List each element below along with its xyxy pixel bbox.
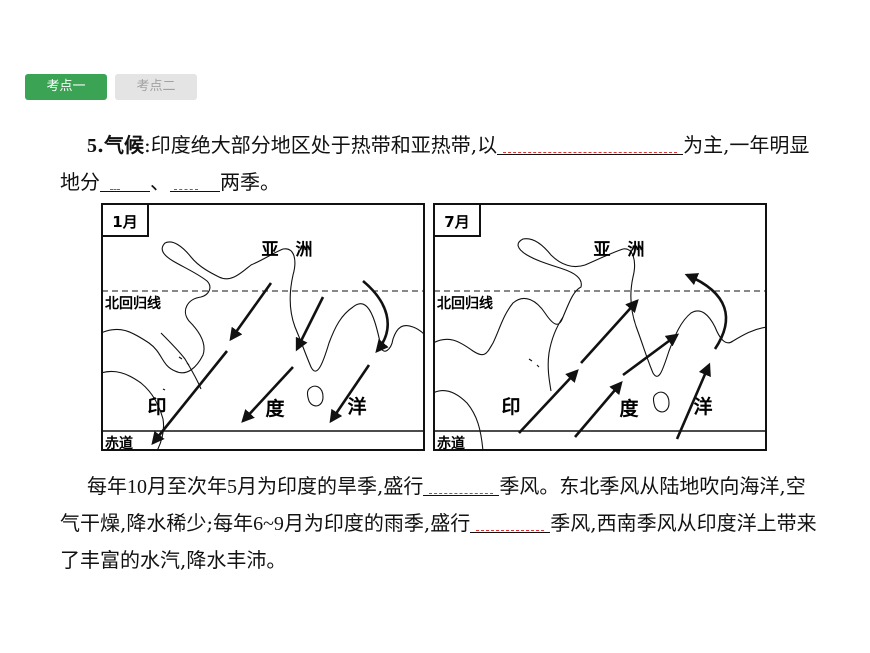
tab-kaodian-1[interactable]: 考点一 [25,74,107,100]
item-number: 5 [87,135,97,157]
blank-dry-monsoon[interactable] [423,475,500,496]
month-label-jan: 1月 [112,213,137,231]
sea-islands [162,356,190,391]
climate-text-1: 印度绝大部分地区处于热带和亚热带,以 [150,133,498,157]
gulf-coast [160,332,202,390]
ocean-char-2-jan: 度 [265,397,285,420]
coastline [102,241,424,374]
ocean-char-3-jan: 洋 [347,395,366,418]
tropic-label-jul: 北回归线 [437,295,493,312]
mainland-coast [434,390,484,450]
sea-islands [512,358,540,401]
map-july: 7月 亚 洲 北回归线 赤道 印 度 洋 [433,203,767,452]
equator-label-jul: 赤道 [437,435,465,452]
blank-season-2[interactable] [170,171,220,192]
item-label: 气候 [103,133,144,157]
climate-text-2: 为主,一年明显地分 [60,133,810,194]
blank-wet-monsoon[interactable] [470,512,551,533]
ocean-char-2-jul: 度 [619,397,639,420]
coastline [434,238,766,377]
tab-bar: 考点一 考点二 [25,74,197,100]
continent-label-jan: 亚 洲 [262,240,313,260]
continent-label-jul: 亚 洲 [594,240,645,260]
equator-label-jan: 赤道 [105,435,133,452]
climate-paragraph: 5.气候:印度绝大部分地区处于热带和亚热带,以为主,一年明显地分、两季。 [60,133,810,194]
blank-season-1[interactable] [100,171,150,192]
sri-lanka [306,385,324,407]
tab-kaodian-2[interactable]: 考点二 [115,74,197,100]
ocean-char-3-jul: 洋 [693,395,712,418]
tropic-label-jan: 北回归线 [105,295,161,312]
item-dot: . [97,133,104,157]
ocean-char-1-jan: 印 [147,396,166,418]
winter-monsoon-arrows [151,280,389,446]
map-january: 1月 亚 洲 北回归线 赤道 印 度 洋 [101,203,425,452]
sri-lanka [652,391,670,413]
month-label-jul: 7月 [444,213,469,231]
climate-text-3: 两季。 [220,170,280,194]
ocean-char-1-jul: 印 [501,396,520,418]
summer-monsoon-arrows [518,273,728,440]
monsoon-paragraph: 每年10月至次年5月为印度的旱季,盛行季风。东北季风从陆地吹向海洋,空气干燥,降… [60,474,817,572]
monsoon-maps: 1月 亚 洲 北回归线 赤道 印 度 洋 7月 亚 洲 北回归线 [101,203,769,453]
gulf-coast [547,316,564,392]
blank-climate-type[interactable] [497,134,684,155]
